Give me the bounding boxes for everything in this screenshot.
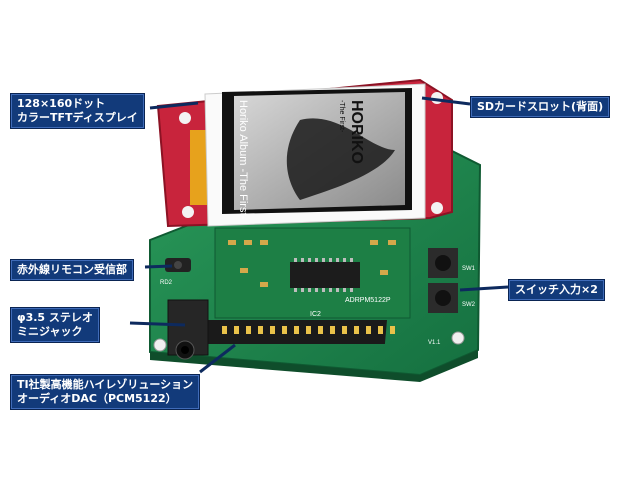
- label-display-line2: カラーTFTディスプレイ: [17, 111, 138, 124]
- label-stereo-jack: φ3.5 ステレオ ミニジャック: [10, 307, 100, 343]
- screen-title: HORIKO: [348, 100, 365, 164]
- sw2-ref: SW2: [462, 302, 476, 308]
- label-sd-slot: SDカードスロット(背面): [470, 96, 611, 118]
- label-sd-slot-text: SDカードスロット(背面): [477, 100, 604, 113]
- gpio-header: [184, 320, 395, 344]
- label-switch-text: スイッチ入力×2: [515, 283, 598, 296]
- dac-chip: [290, 262, 360, 288]
- screen-subtitle: -The First-: [338, 100, 345, 133]
- switches: SW1 SW2 V1.1: [428, 248, 476, 346]
- display-module: HORIKO -The First- Horiko Album -The Fir…: [156, 78, 453, 228]
- label-switch: スイッチ入力×2: [508, 279, 605, 301]
- audio-jack: [167, 299, 209, 360]
- sw1-ref: SW1: [462, 266, 476, 272]
- label-display-line1: 128×160ドット: [17, 97, 106, 110]
- version-ref: V1.1: [428, 340, 441, 346]
- label-ir-receiver: 赤外線リモコン受信部: [10, 259, 134, 281]
- label-ir-receiver-text: 赤外線リモコン受信部: [17, 263, 127, 276]
- leader-lines: [129, 96, 509, 374]
- chip-label: ADRPM5122P: [345, 297, 391, 304]
- label-stereo-jack-line1: φ3.5 ステレオ: [17, 311, 93, 324]
- rd2-ref: RD2: [160, 280, 173, 286]
- label-dac-line2: オーディオDAC（PCM5122）: [17, 392, 177, 405]
- label-dac-line1: TI社製高機能ハイレゾリューション: [17, 378, 194, 391]
- dac-board: ADRPM5122P IC2: [214, 227, 411, 319]
- ir-receiver: RD2: [160, 258, 191, 286]
- label-display: 128×160ドット カラーTFTディスプレイ: [10, 93, 145, 129]
- ic2-ref: IC2: [310, 311, 321, 318]
- label-dac: TI社製高機能ハイレゾリューション オーディオDAC（PCM5122）: [10, 374, 201, 410]
- label-stereo-jack-line2: ミニジャック: [17, 325, 83, 338]
- screen-side-text: Horiko Album -The First-: [237, 100, 249, 220]
